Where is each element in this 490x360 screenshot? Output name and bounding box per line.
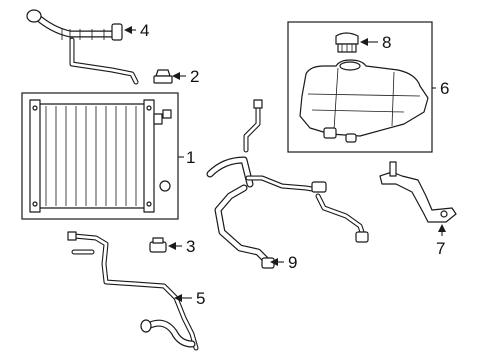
arrow-8 <box>360 38 368 46</box>
callout-5: 5 <box>196 289 205 308</box>
part-2-cap <box>153 69 173 84</box>
arrow-3 <box>168 242 176 250</box>
callout-9: 9 <box>288 253 297 272</box>
part-7-bracket <box>379 161 457 223</box>
callout-4: 4 <box>140 21 149 40</box>
arrow-5 <box>174 294 182 302</box>
part-9-hose-assembly <box>206 99 369 269</box>
part-6-box <box>287 21 433 153</box>
part-1-box <box>21 92 179 220</box>
callout-2: 2 <box>190 67 199 86</box>
part-1-radiator <box>29 99 172 213</box>
callout-3: 3 <box>186 237 195 256</box>
callout-8: 8 <box>382 33 391 52</box>
arrow-4 <box>124 26 132 34</box>
arrow-2 <box>172 72 180 80</box>
part-8-reservoir-cap <box>335 32 359 53</box>
part-3-fitting <box>149 237 167 253</box>
part-4-upper-hose <box>26 9 139 85</box>
callout-7: 7 <box>436 239 445 258</box>
part-6-reservoir <box>299 59 429 143</box>
callout-6: 6 <box>440 79 449 98</box>
arrow-9 <box>270 258 278 266</box>
part-5-lower-hose <box>67 231 199 351</box>
callout-1: 1 <box>186 148 195 167</box>
arrow-7 <box>438 224 446 232</box>
